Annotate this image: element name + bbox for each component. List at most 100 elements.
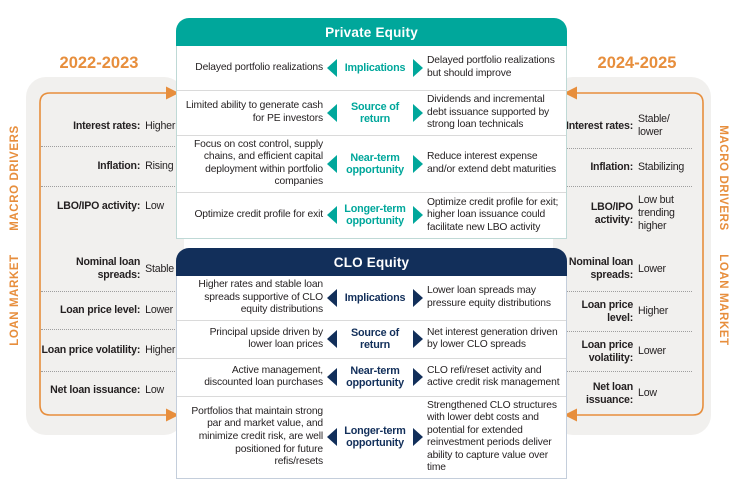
metric-label: Interest rates:	[565, 119, 634, 132]
private-equity-title: Private Equity	[176, 18, 567, 46]
metric-value: Lower	[638, 345, 666, 358]
table-row: Limited ability to generate cash for PE …	[177, 90, 566, 135]
now-cell: Optimize credit profile for exit; higher…	[427, 196, 559, 233]
left-arrow-icon	[327, 103, 337, 122]
metric-label: Net loan issuance:	[50, 384, 141, 397]
right-loan-market-group: Nominal loan spreads: Lower Loan price l…	[558, 247, 692, 415]
left-arrow-icon	[327, 288, 337, 307]
table-row: Portfolios that maintain strong par and …	[177, 395, 566, 478]
metric-label: Loan price level:	[581, 298, 634, 324]
row-category: Near-term opportunity	[327, 365, 423, 389]
left-arrow-icon	[327, 428, 337, 447]
metric-value: Lower	[145, 304, 174, 317]
then-cell: Delayed portfolio realizations	[195, 61, 323, 73]
macro-row: Inflation: Stabilizing	[558, 148, 692, 186]
then-cell: Principal upside driven by lower loan pr…	[209, 326, 324, 351]
metric-label: LBO/IPO activity:	[57, 200, 141, 213]
left-arrow-icon	[327, 59, 337, 77]
then-cell: Optimize credit profile for exit	[194, 209, 323, 221]
macro-row: Interest rates: Stable/ lower	[558, 104, 692, 148]
metric-value: Lower	[638, 262, 666, 275]
metric-value: Low but trending higher	[638, 194, 675, 232]
table-row: Focus on cost control, supply chains, an…	[177, 134, 566, 192]
metric-label: Loan price volatility:	[41, 344, 141, 357]
category-label: Near-term opportunity	[346, 365, 404, 390]
table-row: Optimize credit profile for exit Longer-…	[177, 191, 566, 238]
right-macro-drivers-group: Interest rates: Stable/ lower Inflation:…	[558, 104, 692, 240]
left-loan-market-group: Nominal loan spreads: Stable Loan price …	[41, 247, 175, 409]
row-category: Near-term opportunity	[327, 152, 423, 176]
right-arrow-icon	[413, 428, 423, 447]
row-category: Implications	[327, 59, 423, 77]
macro-drivers-label-left: MACRO DRIVERS	[9, 125, 21, 231]
private-equity-table: Delayed portfolio realizations Implicati…	[176, 46, 567, 239]
clo-equity-title: CLO Equity	[176, 248, 567, 276]
left-arrow-icon	[327, 154, 337, 173]
right-arrow-icon	[413, 206, 423, 225]
table-row: Delayed portfolio realizations Implicati…	[177, 46, 566, 90]
category-label: Near-term opportunity	[346, 151, 404, 176]
row-category: Longer-term opportunity	[327, 425, 423, 449]
left-arrow-icon	[327, 368, 337, 387]
loan-row: Loan price level: Lower	[41, 291, 175, 329]
metric-label: Interest rates:	[73, 119, 141, 132]
metric-label: Inflation:	[590, 161, 634, 174]
metric-label: Loan price level:	[59, 304, 141, 317]
table-row: Active management, discounted loan purch…	[177, 357, 566, 396]
left-arrow-icon	[327, 206, 337, 225]
clo-equity-box: CLO Equity Higher rates and stable loan …	[176, 248, 567, 479]
now-cell: CLO refi/reset activity and active credi…	[427, 364, 560, 389]
left-macro-drivers-group: Interest rates: Higher Inflation: Rising…	[41, 106, 175, 226]
loan-row: Net loan issuance: Low	[558, 371, 692, 415]
row-category: Implications	[327, 288, 423, 307]
metric-value: Low	[145, 384, 164, 397]
then-cell: Active management, discounted loan purch…	[204, 364, 323, 389]
metric-label: Nominal loan spreads:	[76, 256, 141, 281]
now-cell: Reduce interest expense and/or extend de…	[427, 151, 557, 175]
right-arrow-icon	[413, 103, 423, 122]
category-label: Longer-term opportunity	[344, 203, 406, 228]
right-arrow-icon	[413, 154, 423, 173]
loan-row: Loan price volatility: Higher	[41, 329, 175, 371]
then-cell: Portfolios that maintain strong par and …	[191, 405, 323, 468]
metric-label: Inflation:	[97, 160, 141, 173]
row-category: Source of return	[327, 101, 423, 125]
category-label: Source of return	[351, 100, 399, 125]
metric-value: Higher	[145, 344, 176, 357]
clo-equity-table: Higher rates and stable loan spreads sup…	[176, 276, 567, 479]
metric-value: Higher	[145, 119, 176, 132]
macro-row: Interest rates: Higher	[41, 106, 175, 146]
category-label: Implications	[344, 61, 406, 74]
right-arrow-icon	[413, 330, 423, 349]
metric-value: Rising	[145, 160, 174, 173]
macro-row: LBO/IPO activity: Low but trending highe…	[558, 186, 692, 240]
metric-value: Stabilizing	[638, 161, 685, 174]
then-cell: Focus on cost control, supply chains, an…	[193, 138, 323, 188]
metric-value: Low	[145, 200, 164, 213]
metric-value: Stable/ lower	[638, 113, 670, 138]
now-cell: Delayed portfolio realizations but shoul…	[427, 55, 555, 79]
then-cell: Limited ability to generate cash for PE …	[185, 100, 323, 124]
year-title-left: 2022-2023	[59, 54, 139, 72]
right-arrow-icon	[413, 288, 423, 307]
now-cell: Net interest generation driven by lower …	[427, 326, 558, 351]
right-arrow-icon	[413, 368, 423, 387]
row-category: Longer-term opportunity	[327, 203, 423, 227]
metric-label: Net loan issuance:	[585, 380, 634, 406]
now-cell: Strengthened CLO structures with lower d…	[427, 399, 557, 474]
metric-label: Nominal loan spreads:	[568, 256, 634, 281]
category-label: Longer-term opportunity	[344, 425, 406, 450]
macro-row: LBO/IPO activity: Low	[41, 186, 175, 226]
loan-market-label-left: LOAN MARKET	[9, 254, 21, 346]
loan-row: Net loan issuance: Low	[41, 371, 175, 409]
macro-drivers-label-right: MACRO DRIVERS	[717, 125, 729, 231]
loan-row: Loan price volatility: Lower	[558, 331, 692, 371]
loan-row: Nominal loan spreads: Lower	[558, 247, 692, 291]
metric-value: Higher	[638, 305, 669, 318]
left-arrow-icon	[327, 330, 337, 349]
metric-value: Low	[638, 387, 657, 400]
table-row: Higher rates and stable loan spreads sup…	[177, 276, 566, 320]
loan-row: Loan price level: Higher	[558, 291, 692, 331]
macro-row: Inflation: Rising	[41, 146, 175, 186]
